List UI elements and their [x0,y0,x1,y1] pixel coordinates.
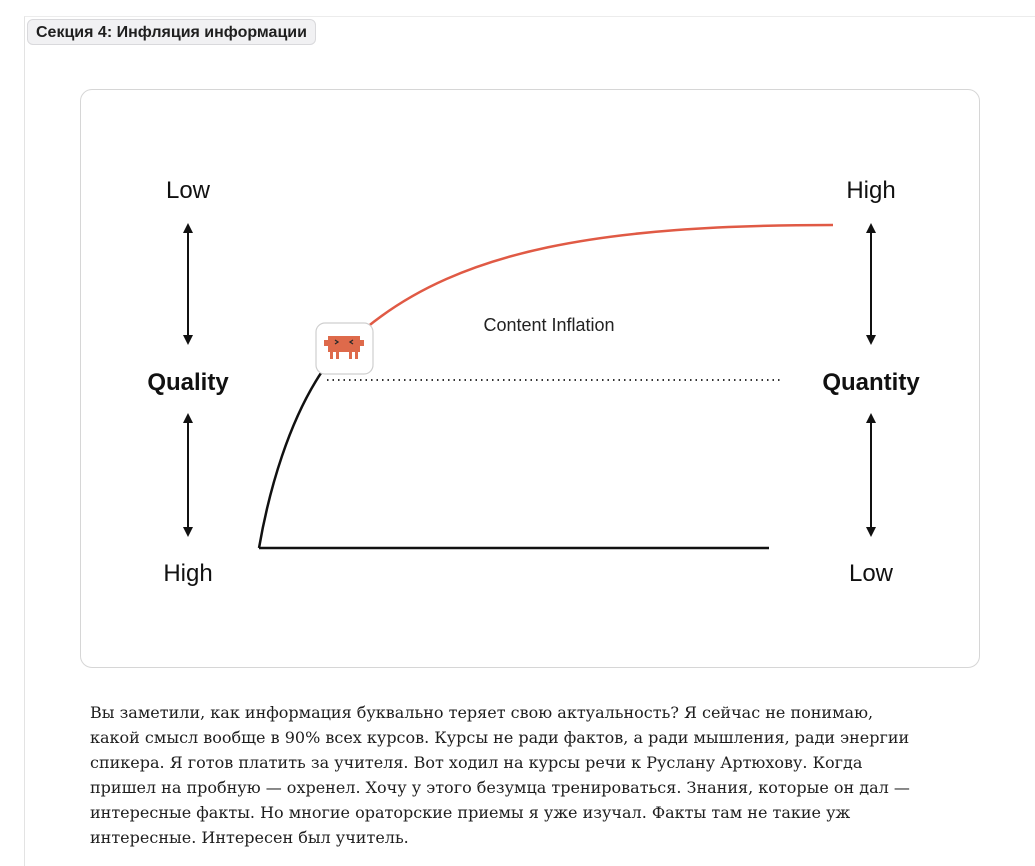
quality-curve [257,369,325,549]
right-axis-top-label: High [846,177,895,204]
content-inflation-diagram: Low Quality High High Quantity Low Conte… [147,177,920,587]
right-axis-middle-label: Quantity [822,369,920,396]
left-axis-top-label: Low [166,177,211,204]
content-frame [24,16,1035,866]
left-axis-bottom-label: High [163,560,212,587]
left-axis-middle-label: Quality [147,369,229,396]
curve-label: Content Inflation [483,315,614,335]
section-badge: Секция 4: Инфляция информации [27,19,316,45]
right-axis-bottom-label: Low [849,560,894,587]
article-paragraph: Вы заметили, как информация буквально те… [90,703,910,847]
quantity-curve [365,223,834,329]
pixel-robot-icon [315,322,374,375]
diagram-card: Low Quality High High Quantity Low Conte… [80,89,980,668]
